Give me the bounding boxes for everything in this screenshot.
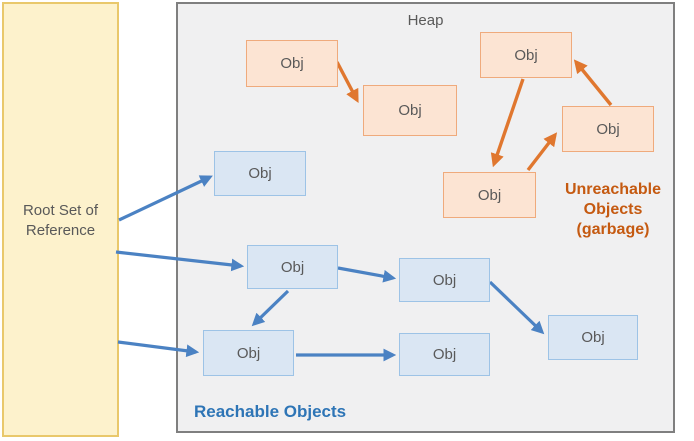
unreachable-caption-line3: (garbage) xyxy=(576,221,650,238)
unreachable-objects-caption: Unreachable Objects (garbage) xyxy=(549,180,677,240)
object-label: Obj xyxy=(477,186,502,204)
object-label: Obj xyxy=(432,346,457,363)
unreachable-object-node: Obj xyxy=(246,40,338,87)
object-label: Obj xyxy=(236,344,261,362)
reachable-object-node: Obj xyxy=(399,333,490,376)
reachable-object-node: Obj xyxy=(399,258,490,302)
root-set-label-line1: Root Set of xyxy=(22,202,99,219)
object-label: Obj xyxy=(248,165,272,182)
reachable-object-node: Obj xyxy=(203,330,294,376)
unreachable-object-node: Obj xyxy=(363,85,457,136)
unreachable-object-node: Obj xyxy=(480,32,572,78)
root-set-box: Root Set of Reference xyxy=(2,2,119,437)
reachable-object-node: Obj xyxy=(214,151,306,196)
reachable-object-node: Obj xyxy=(548,315,638,360)
object-label: Obj xyxy=(280,258,305,276)
unreachable-object-node: Obj xyxy=(562,106,654,152)
unreachable-object-node: Obj xyxy=(443,172,536,218)
reachable-objects-caption: Reachable Objects xyxy=(194,402,347,421)
object-label: Obj xyxy=(432,271,457,289)
heap-label: Heap xyxy=(407,12,444,29)
reachable-object-node: Obj xyxy=(247,245,338,289)
unreachable-caption-line2: Objects xyxy=(583,201,643,218)
object-label: Obj xyxy=(596,120,620,138)
object-label: Obj xyxy=(581,329,605,346)
object-label: Obj xyxy=(398,102,422,119)
unreachable-caption-line1: Unreachable xyxy=(564,181,662,198)
root-set-label: Root Set of Reference xyxy=(4,201,117,241)
object-label: Obj xyxy=(280,55,304,72)
root-set-label-line2: Reference xyxy=(25,222,96,239)
object-label: Obj xyxy=(514,46,538,64)
